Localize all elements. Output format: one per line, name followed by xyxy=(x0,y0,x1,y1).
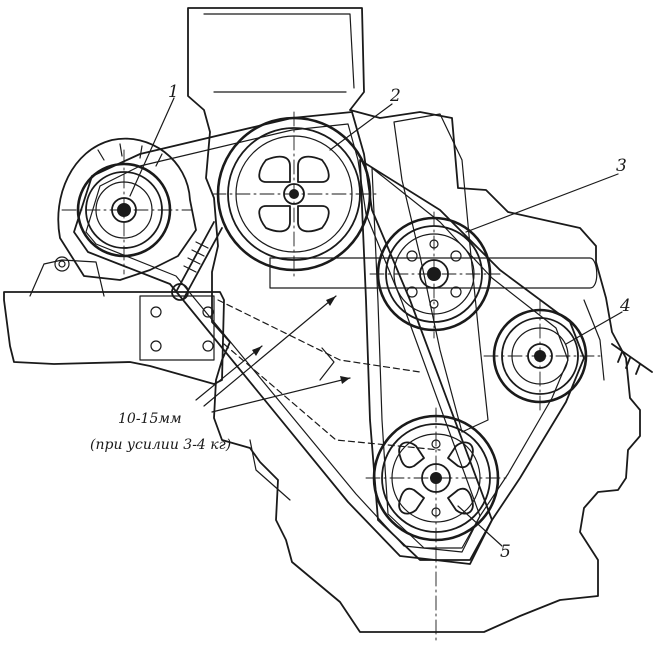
tension-rod xyxy=(175,221,223,299)
pulley-2-large xyxy=(211,111,379,279)
belt-slack-dashed xyxy=(217,299,441,451)
deflection-arrow-2 xyxy=(203,295,337,407)
belt-generator-inner xyxy=(85,123,481,553)
tension-rod-thread xyxy=(183,241,209,273)
tension-nut xyxy=(171,283,189,301)
callout-1: 1 xyxy=(168,82,179,102)
deflection-note: 10-15мм xyxy=(118,411,182,427)
head-cover-detail xyxy=(203,13,355,93)
callout-3: 3 xyxy=(616,156,627,176)
pulley-5-crankshaft xyxy=(365,407,509,549)
callout-4: 4 xyxy=(620,296,631,316)
tension-bolt-right xyxy=(611,343,653,375)
pulley-1-generator xyxy=(61,149,193,275)
pulley-4-idler xyxy=(483,299,601,413)
deflection-arrowheads xyxy=(252,296,350,384)
belt-generator xyxy=(73,111,493,565)
fan-crossbar xyxy=(269,257,598,289)
left-bracket-plate xyxy=(3,291,225,385)
leader-3 xyxy=(465,173,619,233)
bracket-mount xyxy=(29,259,215,361)
leader-5 xyxy=(457,505,503,547)
bracket-bolts xyxy=(54,256,214,352)
belt-pump xyxy=(359,159,585,561)
callout-2: 2 xyxy=(390,86,401,106)
belt-pump-inner xyxy=(371,167,569,549)
pulley-3-pump xyxy=(369,211,501,339)
leader-4 xyxy=(565,311,623,345)
generator-fins xyxy=(97,143,163,167)
callout-5: 5 xyxy=(500,542,511,562)
engine-block-outline xyxy=(187,7,641,633)
leader-1 xyxy=(129,97,175,197)
deflection-arrow-3 xyxy=(211,377,351,413)
force-note: (при усилии 3-4 кг) xyxy=(90,437,232,453)
leader-2 xyxy=(329,103,393,151)
deflection-arrow-1 xyxy=(195,345,263,401)
